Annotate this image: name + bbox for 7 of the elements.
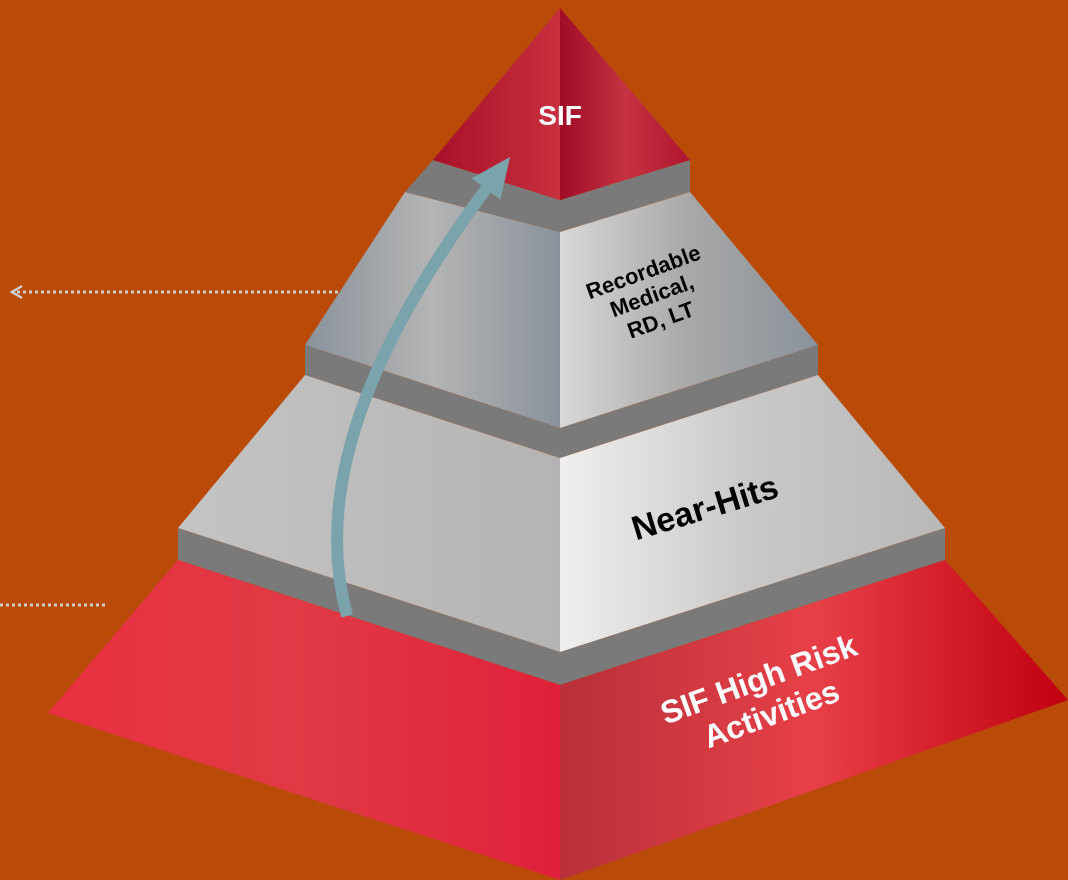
- curved-arrow: [331, 156, 510, 618]
- pyramid-layer: [48, 560, 1068, 880]
- layer-label: SIF: [537, 100, 583, 133]
- pyramid-layer: [305, 192, 818, 428]
- dotted-arrow: [10, 284, 338, 300]
- dotted-line: [0, 603, 105, 607]
- pyramid-layer: [433, 8, 690, 202]
